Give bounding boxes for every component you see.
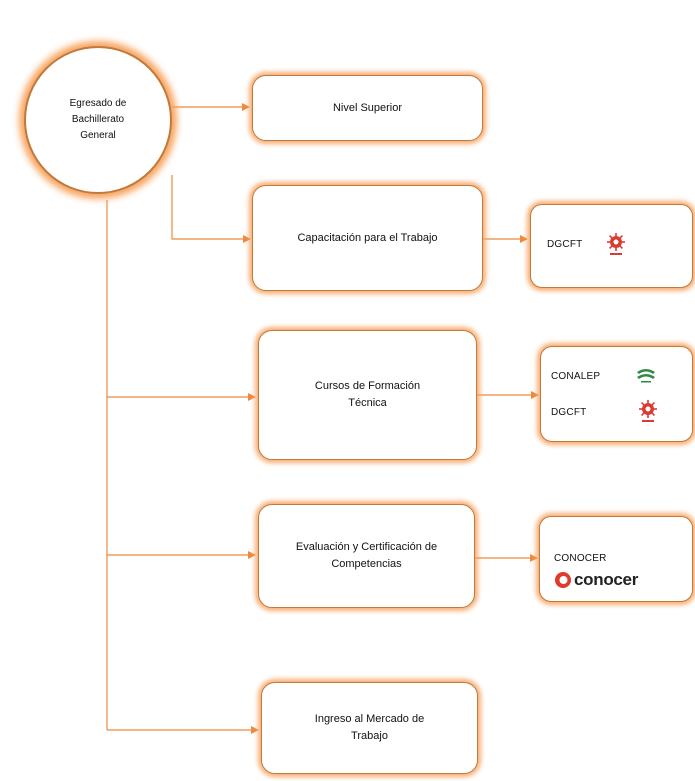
- institution-row-dgcft: DGCFT: [547, 239, 582, 250]
- root-node-egresado: Egresado de Bachillerato General: [24, 46, 172, 194]
- institution-row-dgcft-2: DGCFT: [551, 407, 586, 418]
- node-nivel-superior-label: Nivel Superior: [332, 101, 403, 114]
- institution-box-formacion-tecnica: CONALEP DGCFT: [540, 346, 693, 442]
- node-cursos-formacion-tecnica: Cursos de Formación Técnica: [258, 330, 477, 460]
- conocer-logo: conocer: [554, 571, 638, 589]
- root-node-label: Egresado de Bachillerato General: [69, 98, 127, 141]
- node-evaluacion-label: Evaluación y Certificación de Competenci…: [295, 541, 438, 570]
- institution-name: DGCFT: [547, 239, 583, 250]
- dgcft-emblem-icon: [639, 400, 657, 422]
- institution-name: DGCFT: [551, 407, 587, 418]
- conalep-logo-icon: [637, 369, 655, 383]
- node-capacitacion-trabajo: Capacitación para el Trabajo: [252, 185, 483, 291]
- node-evaluacion-certificacion: Evaluación y Certificación de Competenci…: [258, 504, 475, 608]
- node-nivel-superior: Nivel Superior: [252, 75, 483, 141]
- institution-name: CONOCER: [554, 553, 607, 564]
- node-ingreso-label: Ingreso al Mercado de Trabajo: [314, 713, 425, 742]
- institution-name: CONALEP: [551, 371, 601, 382]
- institution-row-conalep: CONALEP: [551, 371, 600, 382]
- institution-box-dgcft: DGCFT: [530, 204, 693, 288]
- conocer-logo-icon: [555, 572, 571, 588]
- institution-box-conocer: CONOCER conocer: [539, 516, 693, 602]
- conocer-wordmark: conocer: [574, 570, 639, 589]
- institution-row-conocer: CONOCER: [554, 553, 607, 564]
- node-ingreso-mercado: Ingreso al Mercado de Trabajo: [261, 682, 478, 774]
- connector-root-to-capacitacion: [171, 175, 251, 243]
- node-cursos-label: Cursos de Formación Técnica: [314, 380, 421, 409]
- dgcft-emblem-icon: [607, 233, 625, 255]
- node-capacitacion-label: Capacitación para el Trabajo: [297, 231, 438, 244]
